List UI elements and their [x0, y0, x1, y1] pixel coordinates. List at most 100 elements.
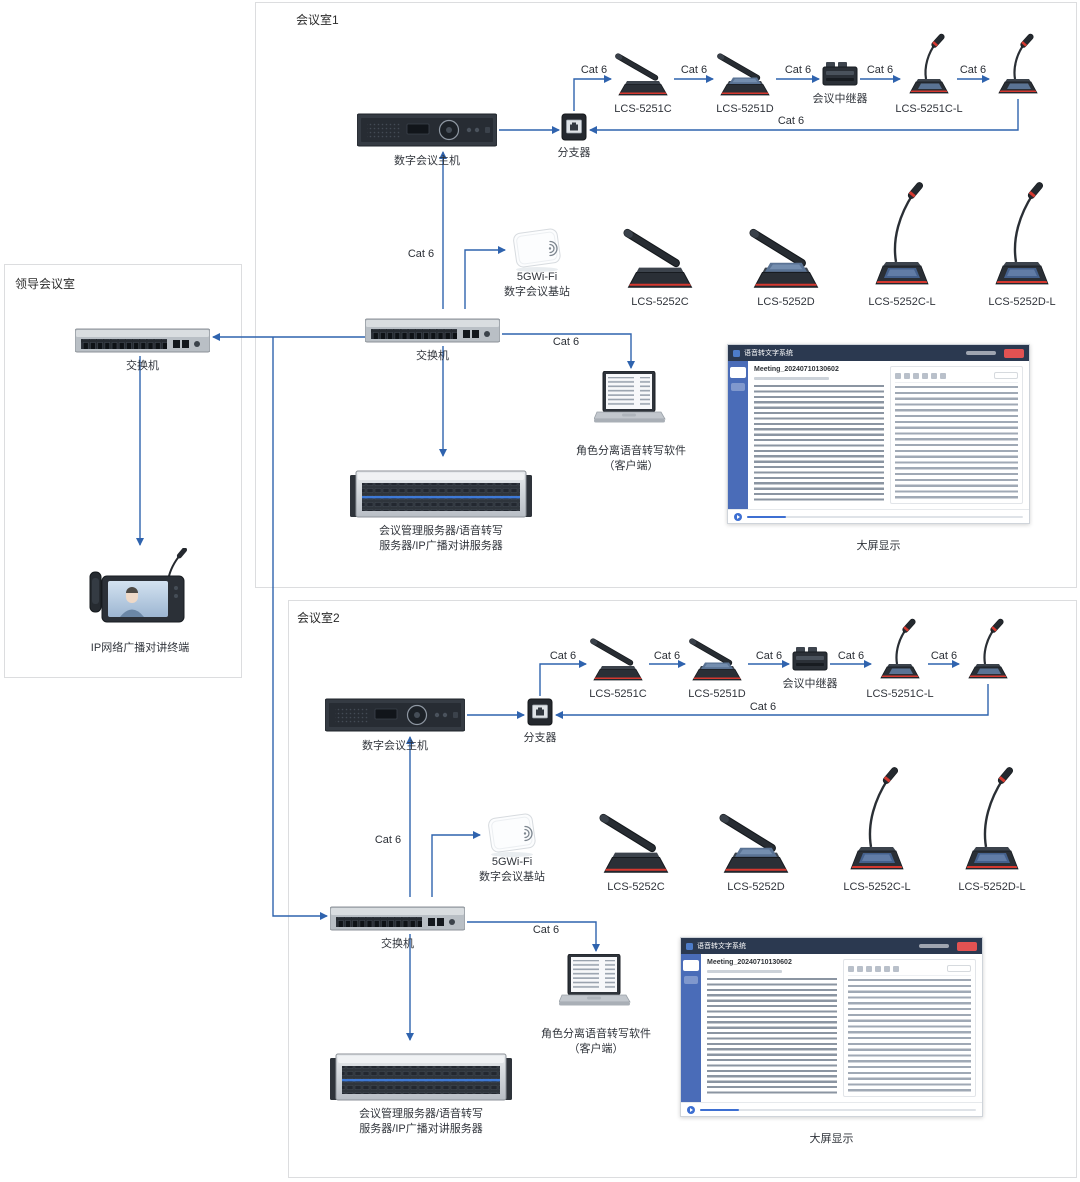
play-button-icon — [687, 1105, 695, 1114]
array-mic-graphic — [623, 228, 693, 288]
wifi-base-1-label-2: 数字会议基站 — [504, 286, 570, 298]
splitter-port — [536, 709, 544, 716]
wifi-base-station-graphic — [513, 228, 561, 272]
mic-5251d-2-label: LCS-5251D — [688, 688, 746, 700]
big-screen-1: 语音转文字系统 Meeting_20240710130602 — [727, 344, 1030, 524]
mic-capsule — [882, 767, 899, 784]
mic-led-strip — [851, 866, 903, 868]
toolbar-icon — [921, 372, 928, 379]
screen-audio-player — [728, 509, 1029, 523]
cable-label-10: Cat 6 — [653, 650, 681, 662]
big-screen-2-label: 大屏显示 — [809, 1133, 854, 1145]
wifi-base-1-label: 5GWi-Fi — [516, 271, 558, 283]
array-mic-screen-graphic — [689, 638, 742, 681]
mic-extra-1 — [992, 33, 1044, 97]
switch-1-label: 交换机 — [416, 350, 449, 362]
mic-bar — [599, 813, 656, 853]
ip-intercom-graphic — [89, 548, 188, 623]
rack-display — [374, 708, 398, 720]
toolbar-dropdown — [994, 372, 1018, 379]
wifi-base-1 — [508, 227, 566, 273]
screen-meeting-meta — [707, 970, 783, 974]
mic-5252d-2-label: LCS-5252D — [727, 881, 785, 893]
server-2 — [330, 1042, 512, 1104]
cable-label-6: Cat 6 — [777, 115, 805, 127]
laptop-graphic — [594, 371, 666, 423]
toolbar-icon — [912, 372, 919, 379]
big-screen-1-label: 大屏显示 — [856, 540, 901, 552]
mic-base — [627, 271, 693, 288]
server-2-label: 会议管理服务器/语音转写 — [358, 1108, 484, 1120]
array-mic-screen-graphic — [749, 228, 819, 288]
mic-5252dl-2-label: LCS-5252D-L — [958, 881, 1026, 893]
mic-5252c-1 — [622, 220, 698, 290]
gooseneck-mic-tall-graphic — [965, 767, 1019, 870]
splitter-2 — [527, 698, 553, 726]
room-1-label: 会议室1 — [296, 13, 339, 27]
screen-transcript-text — [707, 978, 837, 1097]
mic-bar — [717, 53, 761, 81]
terminal-screen — [108, 581, 168, 617]
mic-5252dl-1 — [986, 180, 1058, 290]
mic-base — [603, 856, 669, 873]
screen-sidebar-active-item — [730, 367, 746, 378]
mic-touchscreen — [977, 668, 1001, 674]
screen-sidebar-item — [731, 383, 745, 391]
server-graphic — [330, 1053, 512, 1101]
toolbar-icon — [939, 372, 946, 379]
screen-audio-player — [681, 1102, 982, 1116]
cable-label-5: Cat 6 — [959, 64, 987, 76]
conference-host-graphic — [357, 113, 497, 147]
mic-led-strip — [693, 677, 741, 679]
server-led-strip — [362, 496, 520, 499]
mic-base — [720, 84, 770, 96]
mic-5251d-1 — [716, 47, 774, 97]
cable-label-15: Cat 6 — [374, 834, 402, 846]
array-mic-screen-graphic — [719, 813, 789, 873]
mic-led-strip — [996, 281, 1048, 283]
mic-led-strip — [725, 868, 787, 871]
mic-led-strip — [755, 283, 817, 286]
conference-host-2-label: 数字会议主机 — [362, 740, 428, 752]
array-mic-graphic — [615, 53, 668, 96]
cable-label-2: Cat 6 — [680, 64, 708, 76]
laptop-2-label: 角色分离语音转写软件 — [541, 1028, 651, 1040]
wifi-base-2 — [483, 812, 541, 858]
mic-neck — [895, 627, 908, 665]
toolbar-dropdown — [947, 965, 971, 972]
mic-5252d-2 — [718, 805, 794, 875]
cable-label-14: Cat 6 — [749, 701, 777, 713]
array-mic-screen-graphic — [717, 53, 770, 96]
wifi-base-2-label: 5GWi-Fi — [491, 856, 533, 868]
rack-vents — [335, 707, 369, 723]
mic-bar — [615, 53, 659, 81]
mic-led-strip — [966, 866, 1018, 868]
screen-editor-toolbar — [847, 964, 971, 976]
cable-label-12: Cat 6 — [837, 650, 865, 662]
mic-neck — [983, 778, 1005, 848]
rack-vents — [367, 122, 401, 138]
mic-5251cl-2-label: LCS-5251C-L — [866, 688, 934, 700]
mic-bar — [689, 638, 733, 666]
screen-meeting-meta — [754, 377, 830, 381]
screen-logo-icon — [733, 349, 740, 357]
mic-5251cl-1 — [903, 33, 955, 97]
screen-user-chip — [966, 351, 996, 355]
mic-neck — [1013, 42, 1026, 80]
audio-progress-track — [747, 515, 1023, 518]
mic-touchscreen — [889, 668, 913, 674]
mic-5251c-1 — [614, 47, 672, 97]
server-1-label-2: 服务器/IP广播对讲服务器 — [379, 540, 503, 552]
switch-leader-label: 交换机 — [126, 360, 159, 372]
mic-capsule — [1027, 182, 1044, 199]
mic-led-strip — [881, 675, 919, 677]
mic-capsule — [990, 618, 1004, 633]
gooseneck-mic-tall-graphic — [875, 182, 929, 285]
mic-capsule — [176, 548, 188, 559]
mic-bar — [719, 813, 776, 853]
gooseneck-mic-tall-graphic — [850, 767, 904, 870]
mic-bar — [749, 228, 806, 268]
laptop-2 — [559, 954, 633, 1016]
mic-bar — [623, 228, 680, 268]
